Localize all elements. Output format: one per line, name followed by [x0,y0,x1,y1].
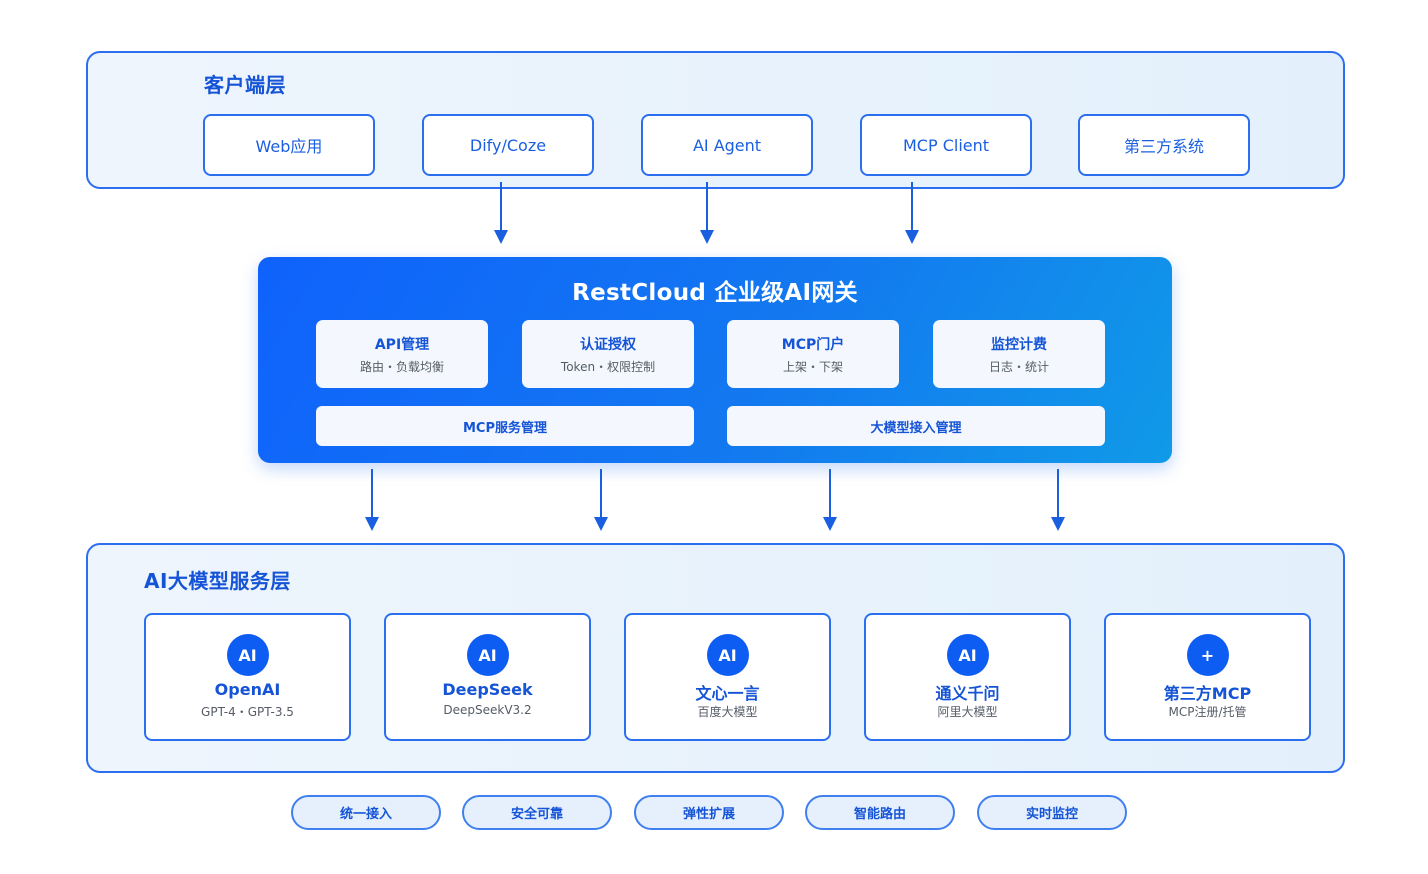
module-title: 认证授权 [580,337,636,353]
gateway-module-monitoring: 监控计费 日志・统计 [933,320,1105,388]
arrow-down-icon [700,182,714,244]
client-layer: 客户端层 Web应用 Dify/Coze AI Agent MCP Client… [86,51,1345,189]
client-ai-agent: AI Agent [641,114,813,176]
module-subtitle: 路由・负载均衡 [359,360,444,374]
ai-badge-icon: AI [706,634,749,676]
model-subtitle: GPT-4・GPT-3.5 [201,705,294,719]
model-subtitle: DeepSeekV3.2 [443,703,532,717]
module-title: MCP门户 [781,337,845,353]
module-subtitle: 日志・统计 [988,360,1049,374]
model-name: DeepSeek [442,680,533,699]
model-name: 通义千问 [935,684,1000,703]
module-title: API管理 [374,337,430,353]
arrow-down-icon [1051,469,1065,531]
ai-badge-icon: AI [226,634,269,676]
gateway-bar-model-access: 大模型接入管理 [727,406,1105,446]
feature-pill-monitoring: 实时监控 [977,795,1127,830]
arrow-down-icon [823,469,837,531]
plus-icon: + [1186,634,1229,676]
gateway-bar-mcp-service: MCP服务管理 [316,406,694,446]
arrow-down-icon [594,469,608,531]
gateway-module-mcp-portal: MCP门户 上架・下架 [727,320,899,388]
model-card-tongyi: AI 通义千问 阿里大模型 [864,613,1071,741]
client-web-app: Web应用 [203,114,375,176]
feature-pill-smart-routing: 智能路由 [805,795,955,830]
client-mcp-client: MCP Client [860,114,1032,176]
arrow-down-icon [365,469,379,531]
gateway-module-auth: 认证授权 Token・权限控制 [522,320,694,388]
model-card-deepseek: AI DeepSeek DeepSeekV3.2 [384,613,591,741]
module-subtitle: 上架・下架 [782,360,843,374]
gateway-block: RestCloud 企业级AI网关 API管理 路由・负载均衡 认证授权 Tok… [258,257,1172,463]
gateway-module-api: API管理 路由・负载均衡 [316,320,488,388]
model-subtitle: 百度大模型 [697,705,758,719]
arrow-down-icon [905,182,919,244]
model-card-wenxin: AI 文心一言 百度大模型 [624,613,831,741]
gateway-title: RestCloud 企业级AI网关 [572,280,858,306]
model-name: 第三方MCP [1163,684,1252,703]
ai-badge-icon: AI [946,634,989,676]
feature-pill-secure: 安全可靠 [462,795,612,830]
client-third-party: 第三方系统 [1078,114,1250,176]
model-layer-title: AI大模型服务层 [144,569,291,593]
model-layer: AI大模型服务层 AI OpenAI GPT-4・GPT-3.5 AI Deep… [86,543,1345,773]
feature-pill-elastic: 弹性扩展 [634,795,784,830]
model-name: OpenAI [214,680,281,699]
model-card-openai: AI OpenAI GPT-4・GPT-3.5 [144,613,351,741]
ai-badge-icon: AI [466,634,509,676]
module-subtitle: Token・权限控制 [560,360,656,374]
arrow-down-icon [494,182,508,244]
module-title: 监控计费 [991,337,1047,353]
client-dify-coze: Dify/Coze [422,114,594,176]
model-card-third-party-mcp: + 第三方MCP MCP注册/托管 [1104,613,1311,741]
model-subtitle: 阿里大模型 [937,705,998,719]
client-layer-title: 客户端层 [204,73,286,97]
feature-pill-unified-access: 统一接入 [291,795,441,830]
model-name: 文心一言 [695,684,760,703]
model-subtitle: MCP注册/托管 [1168,705,1247,719]
